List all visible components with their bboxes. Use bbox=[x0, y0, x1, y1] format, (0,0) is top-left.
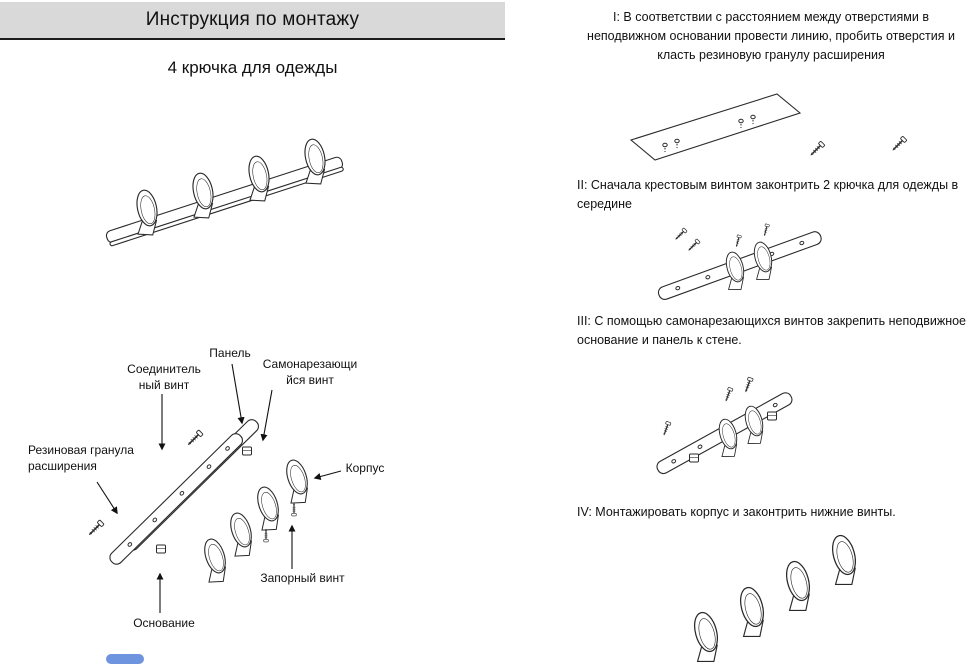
product-drawing bbox=[105, 136, 344, 247]
hook-icon bbox=[684, 609, 725, 667]
knob-icon bbox=[689, 453, 699, 463]
self-tapping-screw-icon bbox=[722, 386, 734, 403]
hook-icon bbox=[730, 584, 771, 642]
knob-icon bbox=[156, 544, 166, 554]
locking-screw-icon bbox=[263, 528, 269, 543]
page-title: Инструкция по монтажу bbox=[0, 2, 505, 40]
label-body: Корпус bbox=[345, 461, 385, 475]
hook-icon bbox=[248, 483, 286, 535]
step1-illustration bbox=[629, 93, 908, 161]
label-panel: Панель bbox=[209, 346, 251, 360]
arrow-rubber-granule bbox=[96, 481, 118, 515]
self-tapping-screw-icon bbox=[660, 420, 672, 437]
arrow-self-tapping-screw bbox=[260, 389, 273, 442]
step-1-text: I: В соответствии с расстоянием между от… bbox=[587, 10, 955, 62]
cross-screw-icon bbox=[733, 234, 743, 249]
hook-icon bbox=[195, 535, 233, 587]
step-2-text: II: Сначала крестовым винтом законтрить … bbox=[577, 178, 959, 211]
cross-screw-icon bbox=[672, 227, 688, 243]
marked-panel bbox=[629, 93, 802, 161]
arrow-panel bbox=[231, 363, 245, 425]
step-3-text: III: С помощью самонарезающихся винтов з… bbox=[577, 314, 967, 347]
knob-icon bbox=[242, 446, 252, 456]
locking-screw-icon bbox=[291, 502, 297, 517]
step-4-text: IV: Монтажировать корпус и законтрить ни… bbox=[577, 505, 896, 519]
cross-screw-icon bbox=[761, 223, 771, 238]
arrow-body bbox=[313, 470, 342, 480]
base-part bbox=[109, 433, 244, 565]
rubber-granule-icon bbox=[807, 140, 826, 159]
exploded-diagram bbox=[85, 363, 342, 613]
hook-icon bbox=[822, 532, 863, 590]
step4-illustration bbox=[684, 532, 863, 667]
label-connecting-screw: Соединительный винт bbox=[127, 362, 201, 392]
rubber-granule-icon bbox=[85, 519, 105, 539]
label-rubber-granule: Резиновая гранула расширения bbox=[28, 443, 134, 473]
step3-illustration bbox=[656, 376, 793, 475]
label-base: Основание bbox=[133, 616, 195, 630]
connecting-screw-icon bbox=[184, 429, 204, 449]
self-tapping-screw-icon bbox=[742, 376, 754, 394]
step2-illustration bbox=[657, 223, 822, 300]
page-subtitle: 4 крючка для одежды bbox=[167, 58, 338, 77]
rail bbox=[105, 156, 344, 247]
label-self-tapping-screw: Самонарезающийся винт bbox=[262, 357, 358, 387]
hook-icon bbox=[277, 456, 315, 508]
label-locking-screw: Запорный винт bbox=[260, 571, 345, 585]
watermark-logo bbox=[106, 654, 144, 664]
cross-screw-icon bbox=[685, 238, 701, 254]
hook-icon bbox=[221, 509, 259, 561]
hook-icon bbox=[776, 558, 817, 616]
rubber-granule-icon bbox=[889, 135, 908, 154]
knob-icon bbox=[767, 411, 777, 421]
